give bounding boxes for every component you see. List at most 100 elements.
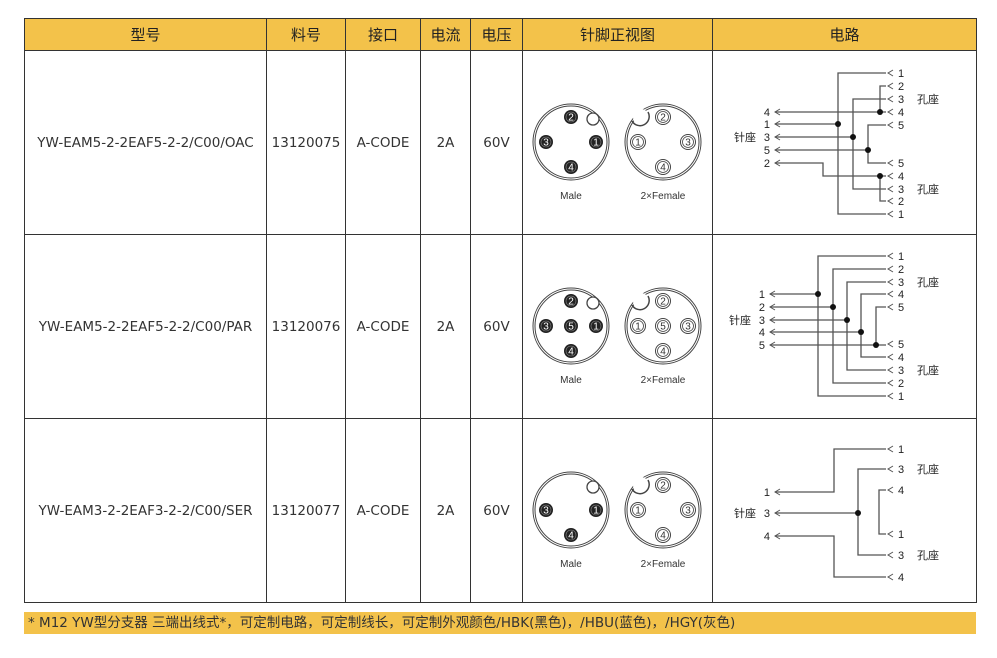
- female-pin-ring: [632, 320, 644, 332]
- female-pin-label: 3: [898, 550, 904, 562]
- female-pin-number: 4: [660, 531, 666, 542]
- arrow-icon: [887, 121, 894, 129]
- female-pin-number: 3: [685, 322, 691, 333]
- female-pin-number: 1: [635, 138, 641, 149]
- circuit-wire: [875, 306, 886, 345]
- male-pin-number: 3: [543, 506, 549, 517]
- arrow-icon: [774, 146, 781, 154]
- female-key-cut: [633, 477, 649, 493]
- female-pin-label: 2: [898, 196, 904, 208]
- male-pin-number: 2: [568, 113, 574, 124]
- female-key-notch: [631, 111, 650, 127]
- arrow-icon: [769, 328, 776, 336]
- female-pin-label: 3: [898, 277, 904, 289]
- male-pin-label: 1: [764, 119, 770, 131]
- junction-dot: [873, 342, 879, 348]
- female-pin-label: 3: [898, 365, 904, 377]
- part-cell: 13120077: [266, 418, 346, 603]
- male-connector-ring: [532, 103, 610, 181]
- junction-dot: [830, 304, 836, 310]
- male-side-label: 针座: [734, 506, 756, 520]
- male-pin-ring: [565, 111, 577, 123]
- male-key-notch: [586, 296, 600, 310]
- female-pin-ring: [657, 479, 669, 491]
- female-pin-label: 4: [898, 485, 904, 497]
- female-pin-ring: [657, 345, 669, 357]
- female-pin-label: 5: [898, 302, 904, 314]
- arrow-icon: [887, 82, 894, 90]
- female-pin-ring: [657, 320, 669, 332]
- male-connector-ring: [534, 473, 608, 547]
- male-label: Male: [560, 375, 582, 386]
- male-pin-number: 3: [543, 138, 549, 149]
- arrow-icon: [887, 392, 894, 400]
- male-pin-label: 3: [764, 132, 770, 144]
- female-pin-label: 5: [898, 339, 904, 351]
- male-pin-ring: [590, 136, 602, 148]
- model-cell: YW-EAM5-2-2EAF5-2-2/C00/OAC: [24, 50, 267, 235]
- arrow-icon: [887, 172, 894, 180]
- male-pin-label: 4: [759, 327, 765, 339]
- male-pin-ring: [540, 320, 552, 332]
- female-pin-label: 2: [898, 264, 904, 276]
- circuit-wire: [878, 489, 886, 535]
- male-pin-ring: [590, 504, 602, 516]
- arrow-icon: [887, 551, 894, 559]
- female-pin-number: 4: [660, 163, 666, 174]
- circuit-wire: [857, 468, 886, 556]
- part-cell: 13120076: [266, 234, 346, 419]
- female-pin-label: 1: [898, 529, 904, 541]
- arrow-icon: [774, 509, 781, 517]
- arrow-icon: [769, 290, 776, 298]
- female-pin-label: 4: [898, 289, 904, 301]
- arrow-icon: [774, 488, 781, 496]
- male-pin-number: 4: [568, 531, 574, 542]
- male-pin-label: 2: [764, 158, 770, 170]
- female-pin-label: 4: [898, 572, 904, 584]
- female-side-label: 孔座: [917, 548, 939, 562]
- arrow-icon: [887, 379, 894, 387]
- current-cell: 2A: [420, 418, 471, 603]
- male-pin-number: 3: [543, 322, 549, 333]
- female-pin-number: 5: [660, 322, 666, 333]
- male-label: Male: [560, 191, 582, 202]
- female-pin-number: 1: [635, 322, 641, 333]
- female-side-label: 孔座: [917, 275, 939, 289]
- header-current: 电流: [420, 18, 471, 51]
- female-pin-label: 1: [898, 251, 904, 263]
- male-connector-ring: [534, 105, 608, 179]
- current-cell: 2A: [420, 50, 471, 235]
- footer-note: * M12 YW型分支器 三端出线式*，可定制电路，可定制线长，可定制外观颜色/…: [24, 612, 976, 634]
- header-model: 型号: [24, 18, 267, 51]
- table-row: YW-EAM5-2-2EAF5-2-2/C00/PAR 13120076 A-C…: [24, 234, 977, 419]
- female-label: 2×Female: [641, 559, 686, 570]
- arrow-icon: [774, 120, 781, 128]
- arrow-icon: [887, 353, 894, 361]
- male-pin-label: 5: [764, 145, 770, 157]
- female-pin-label: 4: [898, 352, 904, 364]
- male-pin-ring: [565, 295, 577, 307]
- male-connector-ring: [532, 287, 610, 365]
- junction-dot: [815, 291, 821, 297]
- female-side-label: 孔座: [917, 462, 939, 476]
- female-pin-label: 4: [898, 107, 904, 119]
- arrow-icon: [887, 197, 894, 205]
- female-key-cut: [633, 109, 649, 125]
- female-pin-label: 5: [898, 158, 904, 170]
- arrow-icon: [774, 133, 781, 141]
- junction-dot: [844, 317, 850, 323]
- male-pin-ring: [540, 504, 552, 516]
- male-pin-label: 3: [764, 508, 770, 520]
- female-pin-number: 2: [660, 297, 666, 308]
- arrow-icon: [774, 159, 781, 167]
- male-pin-label: 5: [759, 340, 765, 352]
- female-connector-ring: [624, 103, 702, 181]
- circuit-wire: [846, 281, 886, 371]
- female-side-label: 孔座: [917, 92, 939, 106]
- arrow-icon: [769, 316, 776, 324]
